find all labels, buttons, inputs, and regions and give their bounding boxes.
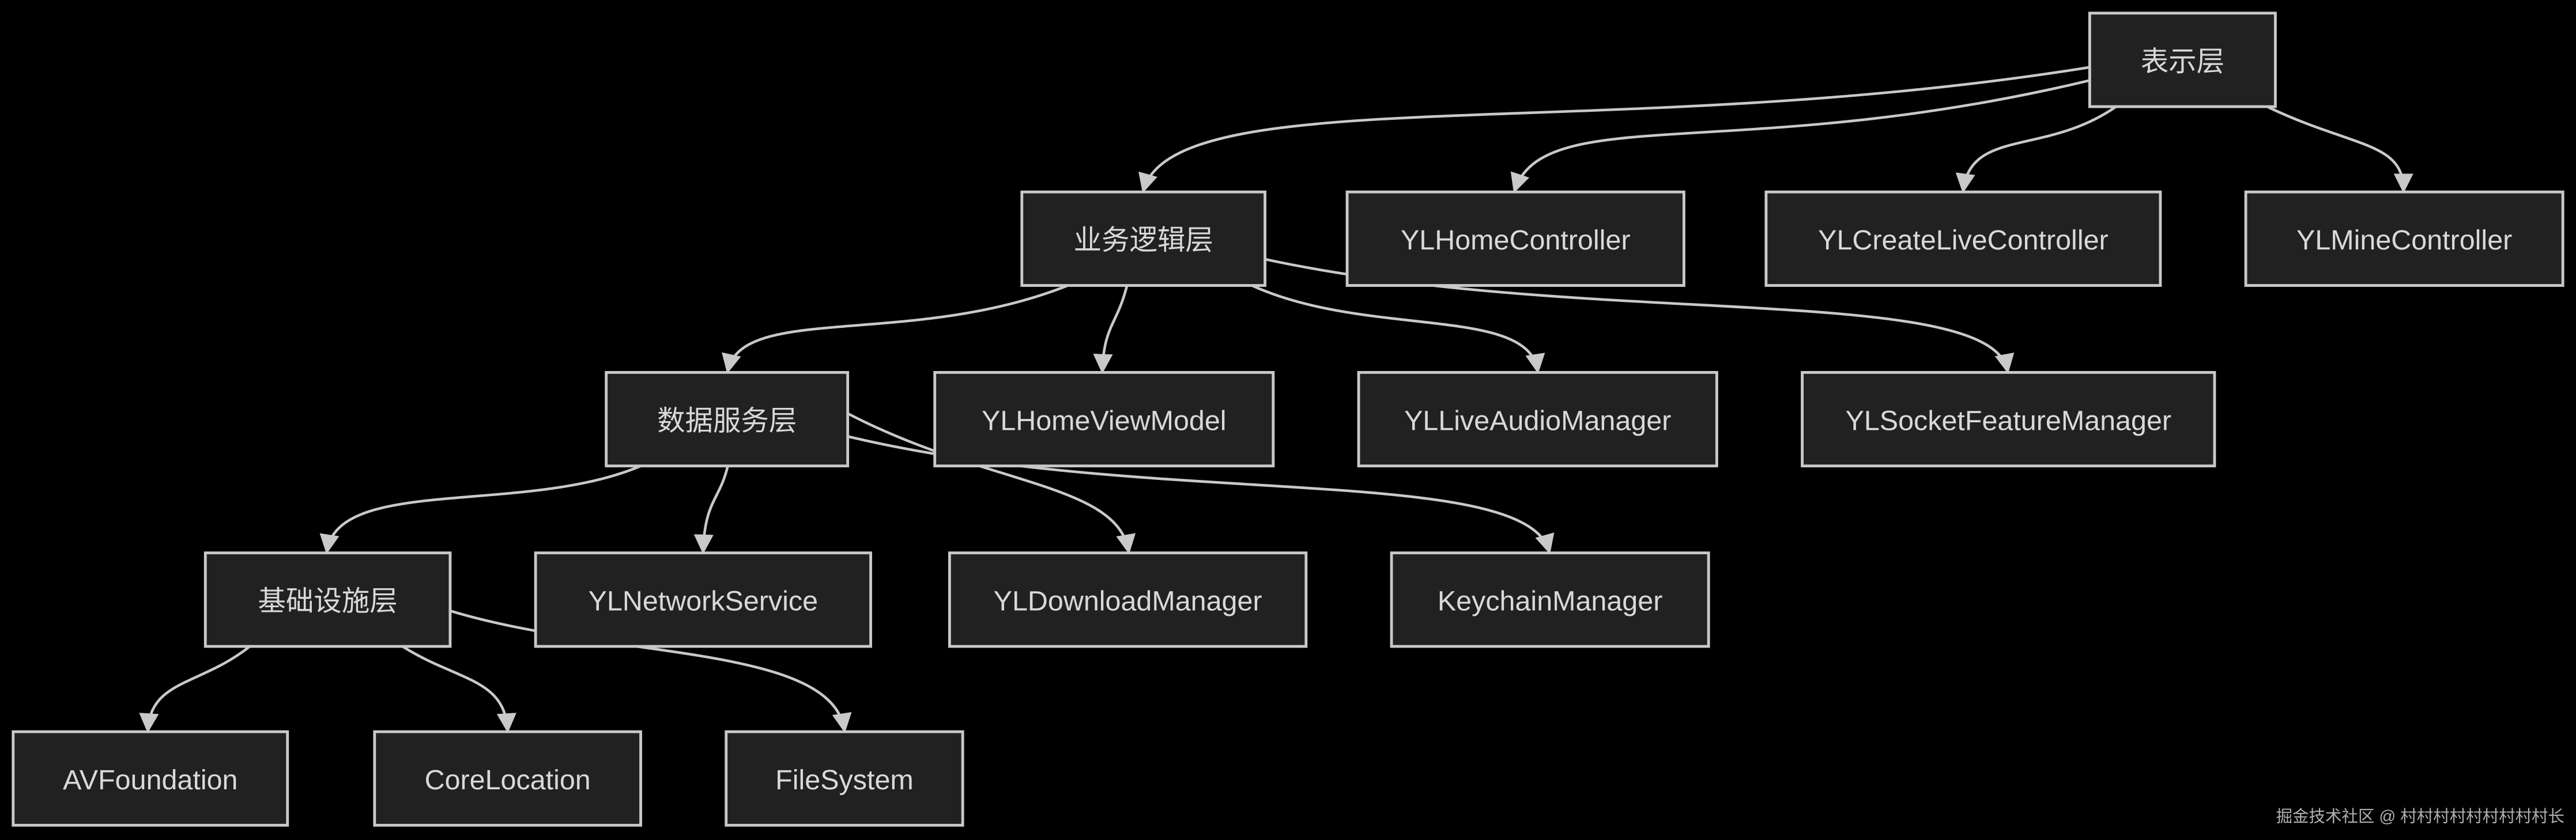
edge-business-logic-layer-to-data-service-layer bbox=[722, 284, 1069, 374]
node-box-yl-download-manager bbox=[948, 551, 1308, 648]
node-box-business-logic-layer bbox=[1020, 190, 1267, 287]
node-label-keychain-manager: KeychainManager bbox=[1438, 586, 1662, 617]
node-label-yl-home-view-model: YLHomeViewModel bbox=[982, 405, 1227, 436]
node-box-data-service-layer bbox=[605, 370, 850, 468]
node-yl-home-view-model: YLHomeViewModel bbox=[933, 370, 1275, 468]
node-label-yl-mine-controller: YLMineController bbox=[2296, 225, 2512, 256]
edge-business-logic-layer-to-yl-home-view-model bbox=[1093, 285, 1129, 374]
node-label-presentation-layer: 表示层 bbox=[2141, 46, 2224, 77]
node-business-logic-layer: 业务逻辑层 bbox=[1020, 190, 1267, 287]
node-box-presentation-layer bbox=[2088, 12, 2277, 108]
node-label-av-foundation: AVFoundation bbox=[63, 765, 237, 796]
node-yl-socket-feature-manager: YLSocketFeatureManager bbox=[1801, 370, 2216, 468]
edge-business-logic-layer-to-yl-live-audio-manager bbox=[1251, 284, 1545, 374]
node-label-data-service-layer: 数据服务层 bbox=[657, 405, 797, 436]
node-av-foundation: AVFoundation bbox=[12, 730, 289, 827]
node-keychain-manager: KeychainManager bbox=[1390, 551, 1710, 648]
node-label-yl-create-live-controller: YLCreateLiveController bbox=[1818, 225, 2109, 256]
edge-data-service-layer-to-yl-download-manager bbox=[847, 412, 1136, 554]
edge-presentation-layer-to-yl-home-controller bbox=[1510, 79, 2090, 194]
node-box-yl-home-controller bbox=[1345, 190, 1685, 287]
node-box-file-system bbox=[725, 730, 964, 827]
node-box-keychain-manager bbox=[1390, 551, 1710, 648]
node-label-yl-home-controller: YLHomeController bbox=[1401, 225, 1630, 256]
node-box-av-foundation bbox=[12, 730, 289, 827]
edge-infrastructure-layer-to-av-foundation bbox=[139, 645, 251, 733]
edge-data-service-layer-to-infrastructure-layer bbox=[319, 464, 642, 554]
node-yl-mine-controller: YLMineController bbox=[2244, 190, 2564, 287]
node-yl-create-live-controller: YLCreateLiveController bbox=[1764, 190, 2162, 287]
node-box-yl-create-live-controller bbox=[1764, 190, 2162, 287]
node-label-yl-live-audio-manager: YLLiveAudioManager bbox=[1404, 405, 1671, 436]
node-infrastructure-layer: 基础设施层 bbox=[203, 551, 452, 648]
node-yl-live-audio-manager: YLLiveAudioManager bbox=[1357, 370, 1718, 468]
node-box-core-location bbox=[373, 730, 642, 827]
node-label-core-location: CoreLocation bbox=[425, 765, 591, 796]
node-core-location: CoreLocation bbox=[373, 730, 642, 827]
edge-data-service-layer-to-yl-network-service bbox=[693, 466, 729, 554]
node-label-infrastructure-layer: 基础设施层 bbox=[258, 586, 397, 617]
node-yl-network-service: YLNetworkService bbox=[534, 551, 872, 648]
edge-infrastructure-layer-to-file-system bbox=[448, 609, 852, 733]
node-presentation-layer: 表示层 bbox=[2088, 12, 2277, 108]
edge-infrastructure-layer-to-core-location bbox=[402, 645, 516, 733]
node-box-yl-network-service bbox=[534, 551, 872, 648]
edge-presentation-layer-to-yl-mine-controller bbox=[2266, 105, 2413, 194]
node-data-service-layer: 数据服务层 bbox=[605, 370, 850, 468]
node-box-yl-home-view-model bbox=[933, 370, 1275, 468]
node-yl-download-manager: YLDownloadManager bbox=[948, 551, 1308, 648]
node-label-file-system: FileSystem bbox=[775, 765, 914, 796]
node-label-yl-socket-feature-manager: YLSocketFeatureManager bbox=[1846, 405, 2171, 436]
node-label-yl-download-manager: YLDownloadManager bbox=[994, 586, 1262, 617]
node-yl-home-controller: YLHomeController bbox=[1345, 190, 1685, 287]
node-label-business-logic-layer: 业务逻辑层 bbox=[1074, 225, 1213, 256]
node-box-infrastructure-layer bbox=[203, 551, 452, 648]
node-box-yl-socket-feature-manager bbox=[1801, 370, 2216, 468]
watermark-text: 掘金技术社区 @ 村村村村村村村村村长 bbox=[2276, 808, 2564, 826]
node-box-yl-mine-controller bbox=[2244, 190, 2564, 287]
node-label-yl-network-service: YLNetworkService bbox=[589, 586, 818, 617]
node-file-system: FileSystem bbox=[725, 730, 964, 827]
edge-presentation-layer-to-business-logic-layer bbox=[1138, 66, 2090, 194]
edge-presentation-layer-to-yl-create-live-controller bbox=[1955, 105, 2117, 194]
node-box-yl-live-audio-manager bbox=[1357, 370, 1718, 468]
